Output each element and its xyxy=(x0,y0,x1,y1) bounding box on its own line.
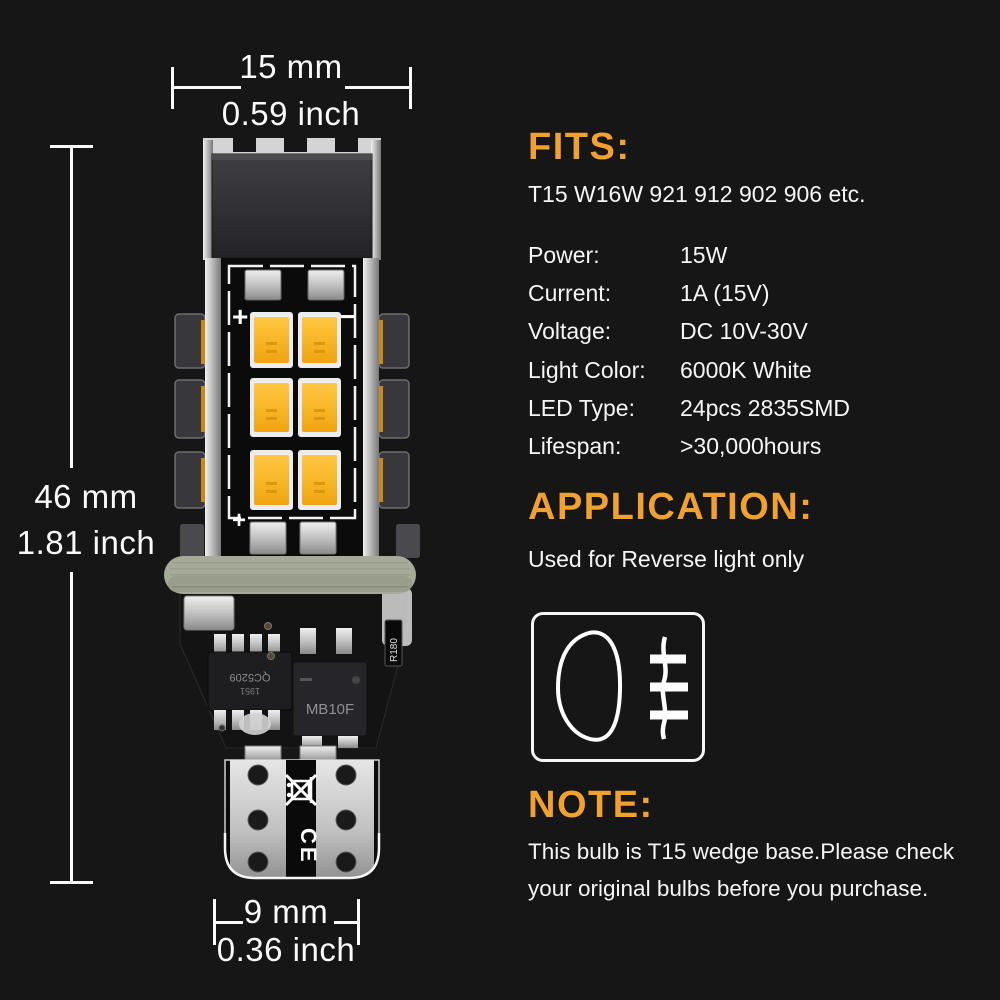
fits-heading: FITS: xyxy=(528,126,631,168)
application-heading: APPLICATION: xyxy=(528,486,814,528)
board-tab xyxy=(249,521,287,555)
left-dimension-inch: 1.81 inch xyxy=(16,524,156,561)
spec-row-light-color: Light Color: 6000K White xyxy=(528,351,948,389)
spec-label: Power: xyxy=(528,241,600,268)
bottom-dimension-line-right xyxy=(334,921,358,924)
spec-row-voltage: Voltage: DC 10V-30V xyxy=(528,313,948,351)
spec-label: Current: xyxy=(528,279,612,306)
fits-models: T15 W16W 921 912 902 906 etc. xyxy=(528,181,866,207)
led-chips xyxy=(250,312,341,510)
light-beam-line xyxy=(660,636,668,740)
top-dimension-line-left xyxy=(171,86,241,89)
wedge-base: CE xyxy=(223,759,381,880)
spec-value: 1A (15V) xyxy=(680,279,770,306)
ce-mark: CE xyxy=(296,828,321,865)
rectifier-chip xyxy=(292,661,368,737)
weee-icon xyxy=(284,773,318,807)
left-dimension-line-top xyxy=(70,145,73,468)
driver-ic-label: QC5209 xyxy=(230,671,271,683)
board-tab xyxy=(299,521,337,555)
bottom-dimension-line-left xyxy=(214,921,243,924)
top-dimension-inch: 0.59 inch xyxy=(221,95,361,132)
spec-label: LED Type: xyxy=(528,394,635,421)
note-heading: NOTE: xyxy=(528,784,654,826)
led-bulb-illustration: + − xyxy=(164,136,420,880)
spec-row-current: Current: 1A (15V) xyxy=(528,274,948,312)
reverse-light-icon-box xyxy=(531,612,705,762)
note-line-1: This bulb is T15 wedge base.Please check xyxy=(528,839,955,864)
polarity-minus: − xyxy=(340,301,356,332)
spec-label: Voltage: xyxy=(528,318,612,345)
bottom-dimension-inch: 0.36 inch xyxy=(216,931,356,968)
top-dimension-mm: 15 mm xyxy=(239,48,343,85)
spec-row-lifespan: Lifespan: >30,000hours xyxy=(528,427,948,465)
spec-label: Lifespan: xyxy=(528,433,622,460)
spec-label: Light Color: xyxy=(528,356,646,383)
resistor-label: R180 xyxy=(389,638,400,662)
spec-row-led-type: LED Type: 24pcs 2835SMD xyxy=(528,389,948,427)
note-line-2: your original bulbs before you purchase. xyxy=(528,876,929,901)
solder-blob xyxy=(239,713,271,735)
left-dimension-line-bottom xyxy=(70,572,73,883)
panel-border xyxy=(227,264,357,520)
spec-value: 15W xyxy=(680,241,728,268)
polarity-plus: + xyxy=(232,301,248,332)
polarity-plus-bottom: + xyxy=(232,507,246,534)
capacitor xyxy=(244,269,282,301)
spec-value: 24pcs 2835SMD xyxy=(680,394,851,421)
spec-value: >30,000hours xyxy=(680,433,822,460)
driver-pcb: R180 QC5209 1951 MB10F xyxy=(179,582,412,749)
top-dimension-line-right xyxy=(345,86,412,89)
led-panel: + − xyxy=(205,258,379,560)
lamp-shape xyxy=(555,630,623,742)
spec-value: DC 10V-30V xyxy=(680,318,808,345)
driver-ic-label2: 1951 xyxy=(240,686,260,696)
bottom-dimension-tick-right xyxy=(357,899,360,945)
left-dimension-mm: 46 mm xyxy=(34,478,138,515)
capacitor xyxy=(307,269,345,301)
solder-pad xyxy=(183,595,235,631)
application-text: Used for Reverse light only xyxy=(528,546,805,572)
bottom-dimension-mm: 9 mm xyxy=(243,893,329,930)
spec-table: Power: 15W Current: 1A (15V) Voltage: DC… xyxy=(528,236,948,466)
resistor xyxy=(384,619,403,667)
spec-row-power: Power: 15W xyxy=(528,236,948,274)
reverse-light-icon xyxy=(555,630,688,742)
rectifier-chip-label: MB10F xyxy=(306,701,354,718)
spec-value: 6000K White xyxy=(680,356,812,383)
o-ring-band xyxy=(164,556,416,594)
heat-sink xyxy=(203,136,381,260)
